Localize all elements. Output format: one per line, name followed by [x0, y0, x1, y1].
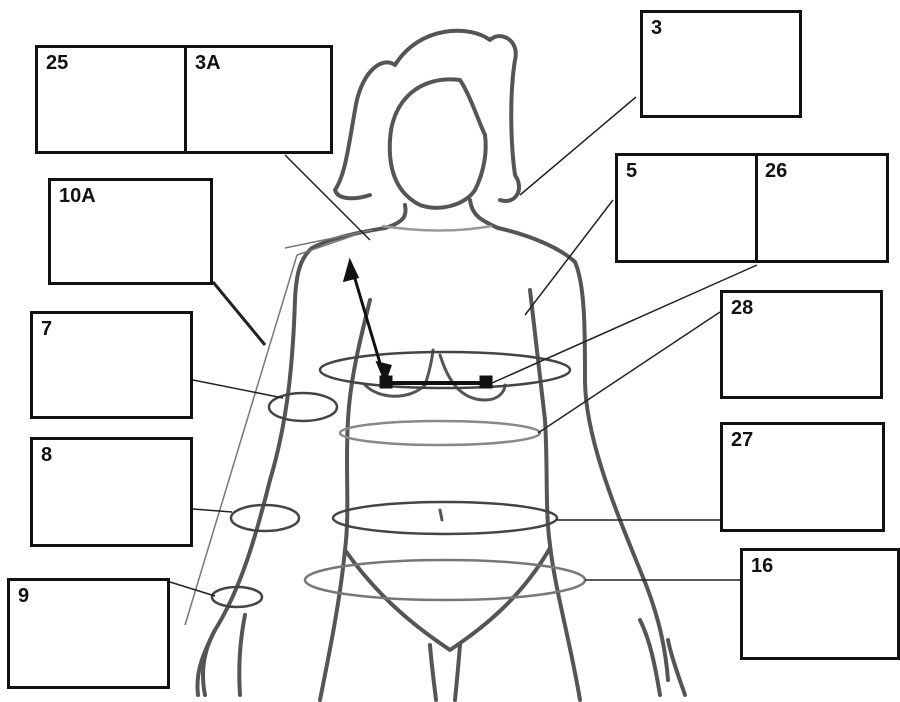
label-box-27: 27	[720, 422, 885, 532]
neck-outline	[385, 200, 498, 228]
leader-26	[492, 265, 757, 383]
label-box-16: 16	[740, 548, 900, 660]
label-5: 5	[626, 160, 637, 183]
leader-7	[193, 380, 283, 398]
left-side-outline	[203, 228, 385, 700]
bust-point-left	[381, 377, 391, 387]
hair-outline	[335, 31, 519, 201]
box-divider	[755, 156, 758, 260]
box-divider	[184, 48, 187, 151]
neck-base-line	[382, 226, 492, 231]
label-3: 3	[651, 17, 662, 40]
leader-8	[193, 509, 232, 512]
shoulder-guide	[297, 235, 355, 255]
label-box-3: 3	[640, 10, 802, 118]
chest-right-curve	[440, 355, 505, 400]
label-3a: 3A	[195, 52, 221, 75]
leader-28	[538, 312, 720, 433]
leader-10A	[213, 282, 265, 345]
legs-outline	[430, 645, 460, 700]
label-box-25-3a: 25 3A	[35, 45, 333, 154]
forearm-ellipse	[231, 505, 299, 531]
bust-point-right	[481, 377, 491, 387]
label-7: 7	[41, 318, 52, 341]
navel-mark	[440, 510, 442, 520]
label-8: 8	[41, 444, 52, 467]
waist-ellipse	[333, 502, 557, 534]
label-box-7: 7	[30, 311, 193, 419]
right-hand-outline	[640, 620, 685, 695]
label-27: 27	[731, 429, 753, 452]
label-box-10a: 10A	[48, 178, 213, 285]
hair-inner	[390, 79, 485, 140]
label-9: 9	[18, 585, 29, 608]
arrow-head-top	[345, 262, 357, 280]
underbust-ellipse	[340, 421, 540, 445]
label-box-28: 28	[720, 290, 883, 399]
label-28: 28	[731, 297, 753, 320]
leader-5	[525, 200, 613, 315]
hip-ellipse	[305, 560, 585, 600]
label-16: 16	[751, 555, 773, 578]
arm-length-guide-top	[285, 230, 372, 248]
label-25: 25	[46, 52, 68, 75]
leader-9	[170, 582, 215, 596]
label-box-9: 9	[7, 578, 170, 689]
label-box-8: 8	[30, 437, 193, 547]
label-26: 26	[765, 160, 787, 183]
label-10a: 10A	[59, 185, 96, 208]
chest-left-curve	[365, 350, 433, 396]
face-outline	[390, 135, 486, 208]
label-box-5-26: 5 26	[615, 153, 889, 263]
